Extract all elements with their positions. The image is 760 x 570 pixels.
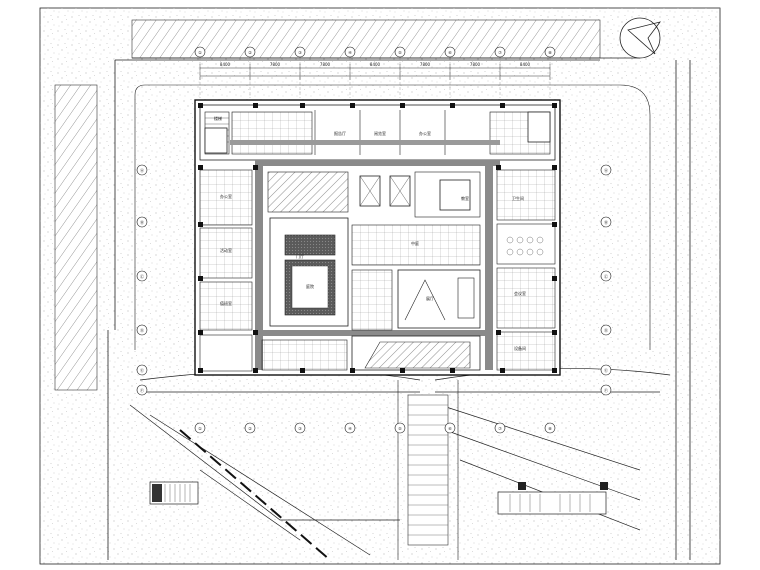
building (194, 99, 561, 376)
grid-bubble-bottom: ⑥ (444, 422, 456, 434)
grid-bubble-side: Ⓑ (136, 216, 148, 228)
grid-bubble-label: ④ (348, 426, 352, 431)
dimension-label: 7800 (470, 62, 481, 67)
grid-bubble-label: ① (198, 426, 202, 431)
grid-bubble-side: Ⓐ (600, 164, 612, 176)
room-label: 活动室 (220, 247, 232, 253)
grid-bubble-label: Ⓐ (604, 167, 608, 173)
pavilion-right (497, 482, 608, 515)
grid-bubble-label: ② (248, 50, 252, 55)
grid-bubble-bottom: ① (194, 422, 206, 434)
grid-bubble-label: ④ (348, 50, 352, 55)
dashed-path-left (179, 429, 331, 561)
dimension-label: 7800 (270, 62, 281, 67)
room-label: 会议室 (514, 290, 526, 296)
grid-bubble-label: Ⓕ (140, 387, 144, 393)
grid-bubble-side: Ⓔ (136, 364, 148, 376)
grid-bubble-label: ⑤ (398, 426, 402, 431)
grid-bubble-side: Ⓓ (600, 324, 612, 336)
grid-axis-left: Ⓐ Ⓑ Ⓒ Ⓓ Ⓔ Ⓕ (136, 164, 148, 396)
grid-bubble-side: Ⓕ (136, 384, 148, 396)
room-label: 办公室 (419, 130, 431, 136)
grid-bubble-top: ④ (344, 46, 356, 98)
grid-bubble-side: Ⓕ (600, 384, 612, 396)
grid-bubble-label: Ⓑ (140, 219, 144, 225)
grid-bubble-label: Ⓒ (604, 273, 608, 279)
room-label: 报告厅 (334, 130, 346, 136)
grid-bubble-bottom: ② (244, 422, 256, 434)
room-label: 展厅 (426, 295, 434, 301)
room-label: 办公室 (220, 193, 232, 199)
parking-left (54, 84, 98, 391)
grid-bubble-side: Ⓓ (136, 324, 148, 336)
grid-bubble-side: Ⓐ (136, 164, 148, 176)
grid-bubble-side: Ⓒ (136, 270, 148, 282)
pavilion-left (149, 481, 199, 505)
dimension-label: 8400 (520, 62, 531, 67)
grid-bubble-side: Ⓔ (600, 364, 612, 376)
dimension-label: 7800 (320, 62, 331, 67)
room-label: 庭院 (306, 283, 314, 289)
entrance-stairs (397, 380, 459, 560)
north-arrow-icon (619, 17, 661, 59)
grid-bubble-label: Ⓔ (140, 367, 144, 373)
stair-ne (527, 111, 551, 143)
room-label: 阅览室 (374, 130, 386, 136)
grid-bubble-label: Ⓒ (140, 273, 144, 279)
grid-bubble-label: ⑤ (398, 50, 402, 55)
grid-bubble-top: ⑤ (394, 46, 406, 98)
grid-bubble-label: Ⓐ (140, 167, 144, 173)
dimension-strings: 8400 7800 7800 8400 7800 7800 8400 (199, 62, 551, 80)
grid-bubble-label: Ⓕ (604, 387, 608, 393)
room-label: 教室 (461, 195, 469, 201)
grid-bubble-label: Ⓔ (604, 367, 608, 373)
parking-top (131, 19, 601, 59)
grid-bubble-label: ⑦ (498, 426, 502, 431)
stair-nw (204, 127, 228, 154)
grid-bubble-label: ③ (298, 50, 302, 55)
grid-bubble-top: ⑦ (494, 46, 506, 98)
grid-bubble-bottom: ③ (294, 422, 306, 434)
grid-bubble-label: Ⓓ (140, 327, 144, 333)
room-label: 楼梯 (214, 115, 222, 121)
room-label: 值班室 (220, 300, 232, 306)
room-label: 设备间 (514, 345, 526, 351)
room-label: 中庭 (411, 240, 419, 246)
grid-bubble-top: ① (194, 46, 206, 98)
dimension-label: 8400 (370, 62, 381, 67)
grid-bubble-label: ⑥ (448, 426, 452, 431)
roads (107, 57, 691, 560)
grid-axis-top: ① ② ③ ④ ⑤ ⑥ ⑦ ⑧ ① ② ③ ④ ⑤ ⑥ ⑦ ⑧ (194, 46, 556, 434)
grid-bubble-bottom: ⑦ (494, 422, 506, 434)
grid-bubble-label: Ⓓ (604, 327, 608, 333)
grid-axis-right: Ⓐ Ⓑ Ⓒ Ⓓ Ⓔ Ⓕ (600, 164, 612, 396)
room-labels: 报告厅阅览室办公室楼梯门厅展厅教室卫生间办公室值班室庭院中庭活动室会议室设备间 (214, 115, 526, 351)
grid-bubble-label: ⑥ (448, 50, 452, 55)
grid-bubble-bottom: ⑧ (544, 422, 556, 434)
grid-bubble-top: ⑧ (544, 46, 556, 98)
grid-bubble-top: ⑥ (444, 46, 456, 98)
grid-bubble-label: ② (248, 426, 252, 431)
grid-bubble-label: ⑧ (548, 426, 552, 431)
grid-bubble-label: ⑦ (498, 50, 502, 55)
room-label: 门厅 (296, 253, 304, 259)
grid-bubble-side: Ⓒ (600, 270, 612, 282)
grid-bubble-label: Ⓑ (604, 219, 608, 225)
grid-bubble-side: Ⓑ (600, 216, 612, 228)
dimension-label: 8400 (220, 62, 231, 67)
dimension-label: 7800 (420, 62, 431, 67)
grid-bubble-bottom: ⑤ (394, 422, 406, 434)
grid-bubble-bottom: ④ (344, 422, 356, 434)
grid-bubble-label: ① (198, 50, 202, 55)
grid-bubble-label: ③ (298, 426, 302, 431)
room-label: 卫生间 (512, 195, 524, 201)
grid-bubble-label: ⑧ (548, 50, 552, 55)
